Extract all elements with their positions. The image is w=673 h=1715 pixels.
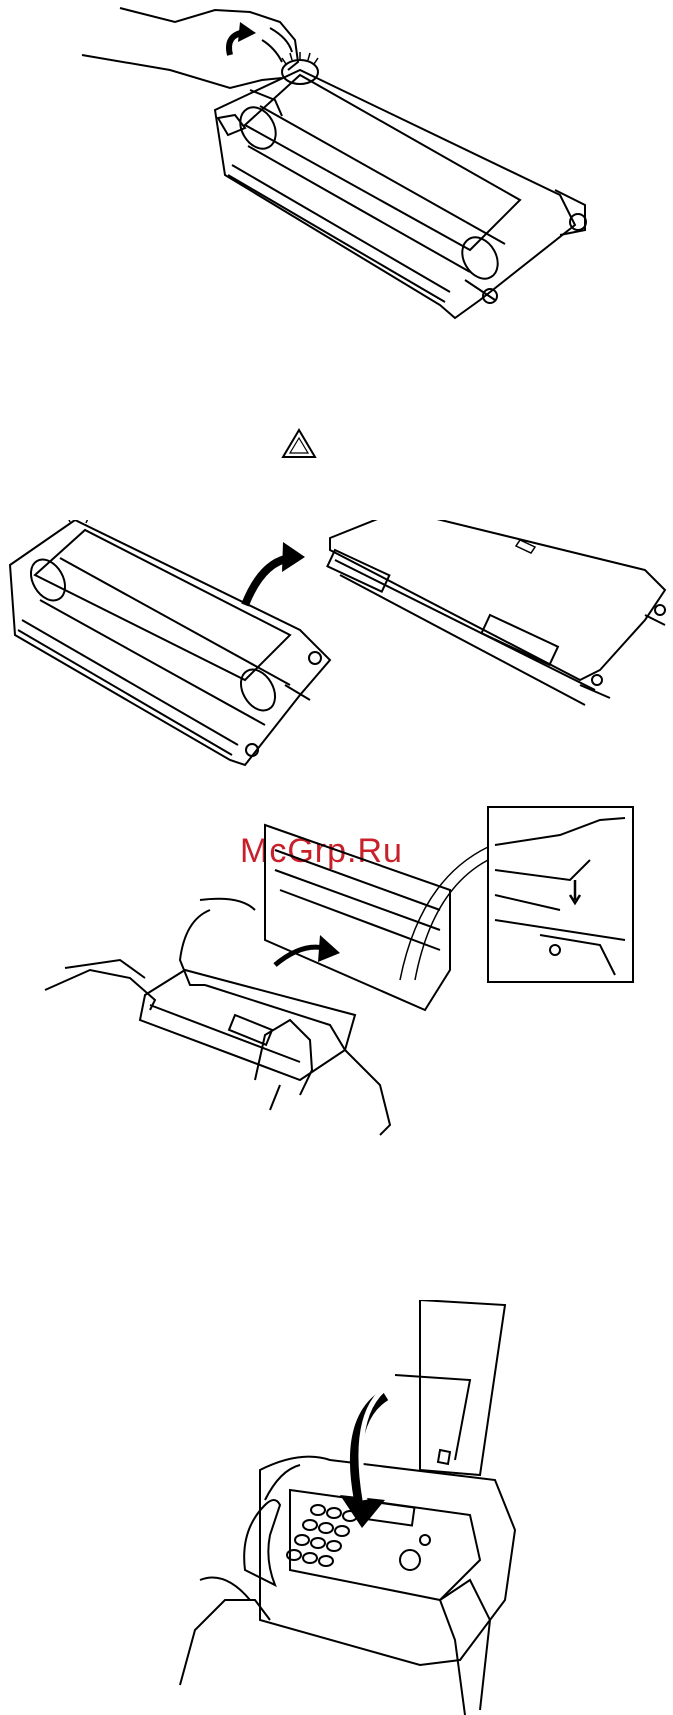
caution-area [0,425,673,465]
figure-turn-spool [0,0,673,330]
handset [244,1500,280,1585]
rotation-arrow-icon [229,22,256,55]
close-arrow-icon [340,1385,390,1528]
caution-triangle-icon [283,430,315,457]
spool-gear [282,52,318,84]
paper-support [395,1300,505,1475]
ribbon-cartridge [215,70,586,318]
cartridge-flat-side [327,520,665,705]
hand-illustration-right [440,1580,490,1715]
cartridge-being-inserted [140,970,355,1080]
hand-illustration-right [255,1020,312,1110]
fax-machine-closed [260,1457,515,1665]
hand-illustration-left [180,1578,270,1686]
figure-flip-cartridge [0,520,673,770]
hand-illustration [82,8,298,116]
figure-close-cover [0,1300,673,1715]
flip-arrow-icon [245,542,305,605]
figure-insert-cartridge [0,800,673,1200]
hand-illustration-left [45,960,155,1010]
inset-connector [400,847,488,980]
inset-detail-box [488,807,633,982]
